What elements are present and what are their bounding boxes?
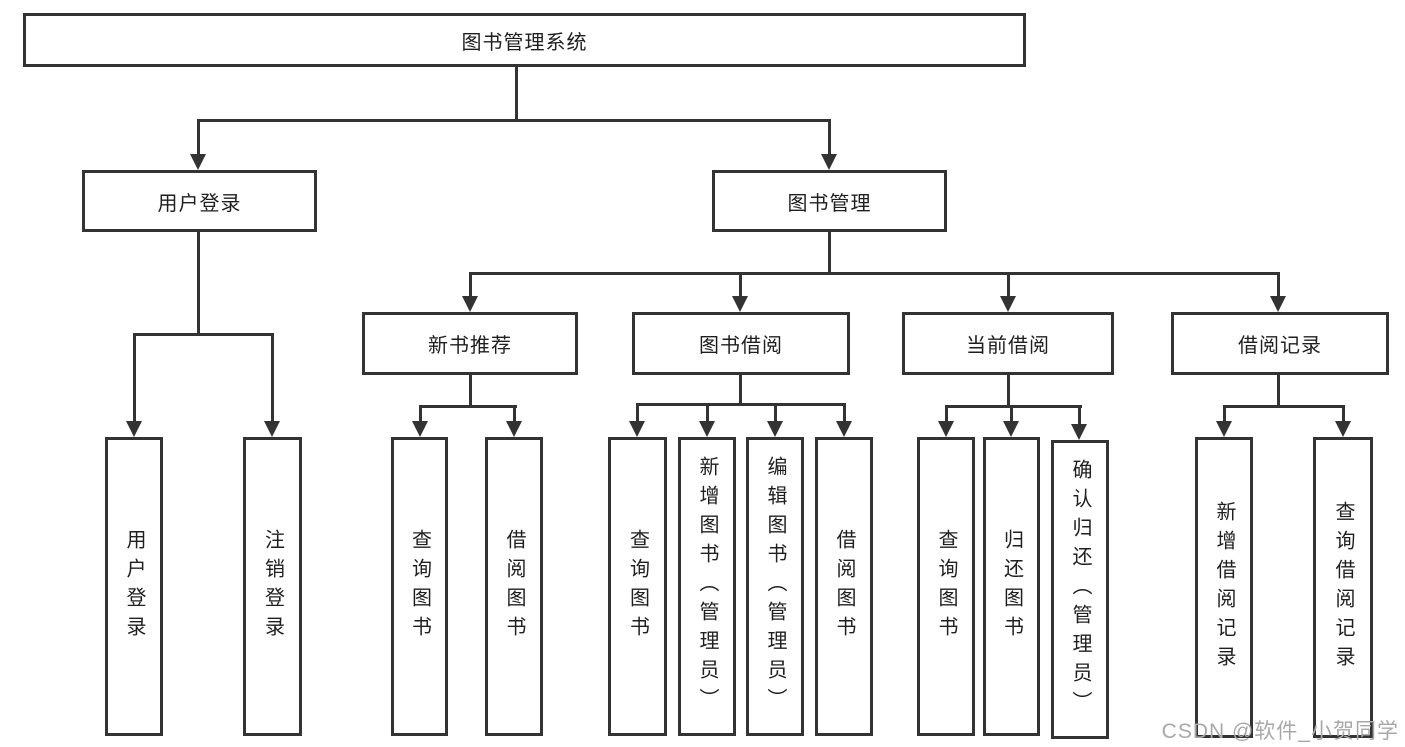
connector-current-child2 [1010, 405, 1013, 423]
node-leaf-current-confirm-admin: 确认归还（管理员） [1051, 440, 1109, 739]
connector-current-rail [945, 405, 1082, 408]
connector-records-rail [1223, 405, 1345, 408]
connector-borrow-child2 [706, 403, 709, 423]
connector-login-child1 [133, 333, 136, 425]
arrowhead-icon [126, 421, 142, 437]
arrowhead-icon [767, 421, 783, 437]
node-leaf-logout: 注销登录 [243, 437, 302, 736]
connector-login-trunk [197, 232, 200, 336]
arrowhead-icon [821, 154, 837, 170]
connector-records-child1 [1223, 405, 1226, 423]
node-leaf-borrow-add-admin: 新增图书（管理员） [678, 437, 736, 736]
arrowhead-icon [1000, 296, 1016, 312]
arrowhead-icon [412, 421, 428, 437]
connector-borrow-child4 [843, 403, 846, 423]
arrowhead-icon [732, 296, 748, 312]
connector-borrow-rail [636, 403, 846, 406]
arrowhead-icon [699, 421, 715, 437]
node-leaf-newbook-query: 查询图书 [391, 437, 448, 736]
connector-records-trunk [1277, 375, 1280, 408]
node-leaf-borrow-borrow: 借阅图书 [815, 437, 873, 736]
arrowhead-icon [836, 421, 852, 437]
connector-to-current [1007, 272, 1010, 300]
connector-records-child2 [1342, 405, 1345, 423]
connector-to-manage [828, 119, 831, 159]
node-leaf-borrow-query: 查询图书 [608, 437, 667, 736]
arrowhead-icon [264, 421, 280, 437]
arrowhead-icon [1071, 424, 1087, 440]
connector-to-newbook [469, 272, 472, 300]
connector-current-child3 [1078, 405, 1081, 426]
connector-to-login [197, 119, 200, 159]
node-book-manage: 图书管理 [712, 170, 947, 232]
arrowhead-icon [462, 296, 478, 312]
arrowhead-icon [190, 154, 206, 170]
arrowhead-icon [1216, 421, 1232, 437]
node-root: 图书管理系统 [23, 13, 1026, 67]
connector-newbook-child2 [513, 405, 516, 423]
connector-borrow-child3 [774, 403, 777, 423]
node-leaf-records-query: 查询借阅记录 [1313, 437, 1373, 738]
node-leaf-newbook-borrow: 借阅图书 [485, 437, 543, 736]
connector-manage-rail [469, 272, 1280, 275]
connector-login-rail [133, 333, 274, 336]
arrowhead-icon [1335, 421, 1351, 437]
node-current-borrow: 当前借阅 [902, 312, 1114, 375]
node-leaf-current-return: 归还图书 [983, 437, 1040, 736]
connector-borrow-child1 [636, 403, 639, 423]
connector-root-trunk [515, 67, 518, 121]
arrowhead-icon [1003, 421, 1019, 437]
node-book-borrow: 图书借阅 [632, 312, 850, 375]
connector-current-child1 [945, 405, 948, 423]
node-leaf-records-add: 新增借阅记录 [1195, 437, 1253, 738]
arrowhead-icon [629, 421, 645, 437]
connector-manage-trunk [828, 232, 831, 275]
arrowhead-icon [1270, 296, 1286, 312]
node-leaf-user-login: 用户登录 [105, 437, 163, 736]
arrowhead-icon [938, 421, 954, 437]
node-borrow-records: 借阅记录 [1171, 312, 1389, 375]
connector-login-child2 [271, 333, 274, 425]
node-leaf-current-query: 查询图书 [917, 437, 975, 736]
connector-newbook-rail [419, 405, 517, 408]
node-user-login: 用户登录 [82, 170, 317, 232]
connector-newbook-trunk [469, 375, 472, 408]
connector-root-rail [197, 119, 831, 122]
connector-to-records [1277, 272, 1280, 300]
arrowhead-icon [506, 421, 522, 437]
watermark: CSDN @软件_小贺同学 [1161, 720, 1399, 743]
node-leaf-borrow-edit-admin: 编辑图书（管理员） [746, 437, 804, 736]
connector-borrow-trunk [739, 375, 742, 406]
connector-to-borrow [739, 272, 742, 300]
connector-newbook-child1 [419, 405, 422, 423]
connector-current-trunk [1007, 375, 1010, 408]
node-new-book-recommend: 新书推荐 [362, 312, 578, 375]
